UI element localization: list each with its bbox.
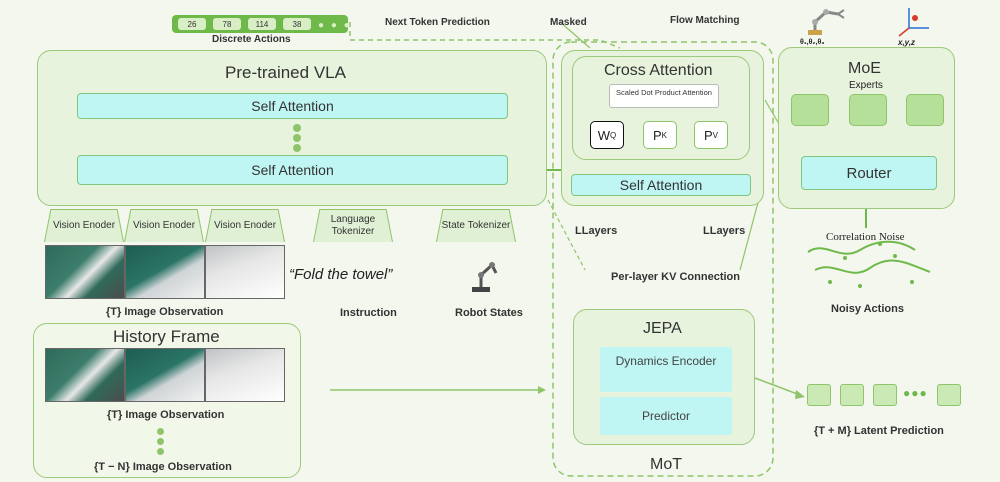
scaled-dot-product-box: Scaled Dot Product Attention [609, 84, 719, 108]
moe-title: MoE [848, 60, 881, 77]
llayers-right-label: LLayers [703, 225, 746, 237]
cross-self-attention: Self Attention [571, 174, 751, 196]
expert-block [791, 94, 829, 126]
robot-states-icon [472, 262, 498, 292]
vla-title: Pre-trained VLA [225, 63, 346, 82]
action-token: 26 [178, 18, 206, 30]
noisy-actions-label: Noisy Actions [831, 303, 904, 315]
masked-label: Masked [550, 17, 587, 28]
wq-subscript: Q [610, 130, 617, 140]
kv-connection-label: Per-layer KV Connection [611, 271, 740, 283]
language-tokenizer: Language Tokenizer [314, 210, 392, 242]
router-box: Router [801, 156, 937, 190]
camera-image-wrist-left [125, 245, 205, 299]
pv-subscript: V [712, 130, 718, 140]
theta-label: θ₁,θ₂,θ₃ [800, 39, 825, 46]
state-tokenizer: State Tokenizer [437, 210, 515, 242]
camera-image-wrist-right [205, 245, 285, 299]
correlation-noise-label: Correlation Noise [826, 231, 905, 243]
history-frame-title: History Frame [113, 327, 220, 346]
history-image-scene [45, 348, 125, 402]
experts-label: Experts [849, 80, 883, 91]
dynamics-encoder-box: Dynamics Encoder [600, 347, 732, 392]
wq-letter: W [597, 127, 611, 143]
llayers-left-label: LLayers [575, 225, 618, 237]
action-token: 114 [248, 18, 276, 30]
history-ellipsis-dot [157, 428, 164, 435]
vision-encoder: Vision Enoder [45, 210, 123, 242]
next-token-label: Next Token Prediction [385, 17, 490, 28]
vision-encoder: Vision Enoder [206, 210, 284, 242]
token-ellipsis: ● ● ● [318, 20, 352, 31]
expert-block [849, 94, 887, 126]
self-attention-top: Self Attention [77, 93, 508, 119]
latent-block [840, 384, 864, 406]
layer-ellipsis-dot [293, 144, 301, 152]
pv-letter: P [703, 127, 713, 143]
pk-subscript: K [661, 130, 667, 140]
expert-block [906, 94, 944, 126]
history-ellipsis-dot [157, 448, 164, 455]
predictor-box: Predictor [600, 397, 732, 435]
layer-ellipsis-dot [293, 124, 301, 132]
cross-attention-title: Cross Attention [604, 62, 713, 79]
vision-encoder: Vision Enoder [125, 210, 203, 242]
latent-ellipsis: ●●● [903, 386, 928, 400]
history-obs-t-label: {T} Image Observation [107, 409, 225, 421]
jepa-title: JEPA [643, 320, 682, 337]
instruction-label: Instruction [340, 307, 397, 319]
xyz-label: x,y,z [898, 38, 916, 47]
pk-letter: P [652, 127, 662, 143]
history-obs-tn-label: {T − N} Image Observation [94, 461, 232, 473]
history-image-wrist-right [205, 348, 285, 402]
latent-block [807, 384, 831, 406]
action-token: 38 [283, 18, 311, 30]
instruction-quote: “Fold the towel” [289, 266, 393, 283]
layer-ellipsis-dot [293, 134, 301, 142]
flow-matching-label: Flow Matching [670, 15, 740, 26]
latent-block [873, 384, 897, 406]
robot-states-label: Robot States [455, 307, 523, 319]
history-ellipsis-dot [157, 438, 164, 445]
self-attention-bottom: Self Attention [77, 155, 508, 185]
history-image-wrist-left [125, 348, 205, 402]
discrete-actions-label: Discrete Actions [212, 34, 291, 45]
mot-label: MoT [650, 456, 682, 473]
latent-prediction-label: {T + M} Latent Prediction [814, 425, 944, 437]
coordinate-axes-icon [898, 8, 929, 37]
image-observation-label: {T} Image Observation [106, 306, 224, 318]
camera-image-scene [45, 245, 125, 299]
robot-arm-icon [808, 9, 845, 35]
latent-block [937, 384, 961, 406]
action-token: 78 [213, 18, 241, 30]
